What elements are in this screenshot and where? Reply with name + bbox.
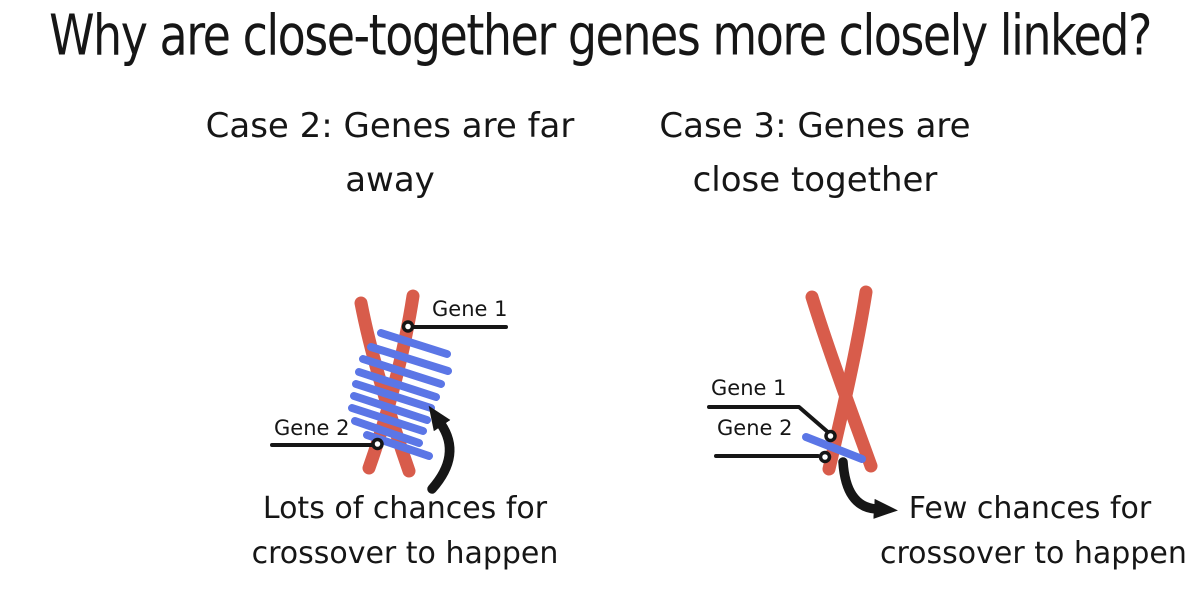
- case2-heading-line1: Case 2: Genes are far: [205, 106, 575, 146]
- case3-heading-line2: close together: [692, 159, 938, 200]
- crossover-line: [348, 404, 427, 435]
- gene2-marker: [371, 437, 384, 451]
- case3-caption-line1: Few chances for: [908, 491, 1152, 526]
- case3-heading-line1: Case 3: Genes are: [659, 106, 971, 146]
- case2-heading-line2: away: [345, 159, 435, 200]
- gene2-marker: [818, 450, 832, 464]
- case3-gene2-label: Gene 2: [717, 416, 793, 440]
- case3-caption: Few chances for crossover to happen: [880, 486, 1187, 576]
- crossover-line: [802, 433, 866, 463]
- gene1-marker: [824, 429, 837, 443]
- crossover-line: [359, 355, 445, 388]
- chromatid-stroke: [805, 290, 878, 473]
- case3-caption-line2: crossover to happen: [880, 536, 1187, 571]
- crossover-line: [377, 329, 451, 358]
- case2-caption-line1: Lots of chances for: [262, 491, 548, 526]
- case2-caption: Lots of chances for crossover to happen: [230, 486, 580, 576]
- case2-diagram: [270, 289, 508, 494]
- case3-heading: Case 3: Genes are close together: [620, 100, 1010, 207]
- case2-gene1-label: Gene 1: [432, 297, 508, 321]
- case2-heading: Case 2: Genes are far away: [190, 100, 590, 207]
- crossover-line: [351, 417, 423, 447]
- crossover-chance-lines: [348, 329, 452, 460]
- gene1-marker: [401, 320, 415, 333]
- crossover-line: [355, 368, 440, 401]
- gene1-leader-line: [707, 405, 831, 435]
- curved-arrow-icon-right: [838, 457, 898, 519]
- case2-caption-line2: crossover to happen: [251, 536, 559, 571]
- case3-diagram: [707, 285, 898, 519]
- case3-gene1-label: Gene 1: [711, 376, 787, 400]
- crossover-line: [367, 343, 452, 375]
- crossover-line: [352, 380, 435, 412]
- page-title: Why are close-together genes more closel…: [49, 2, 1152, 68]
- curved-arrow-icon-left: [427, 405, 455, 494]
- case2-gene2-label: Gene 2: [274, 416, 350, 440]
- crossover-line: [350, 392, 431, 424]
